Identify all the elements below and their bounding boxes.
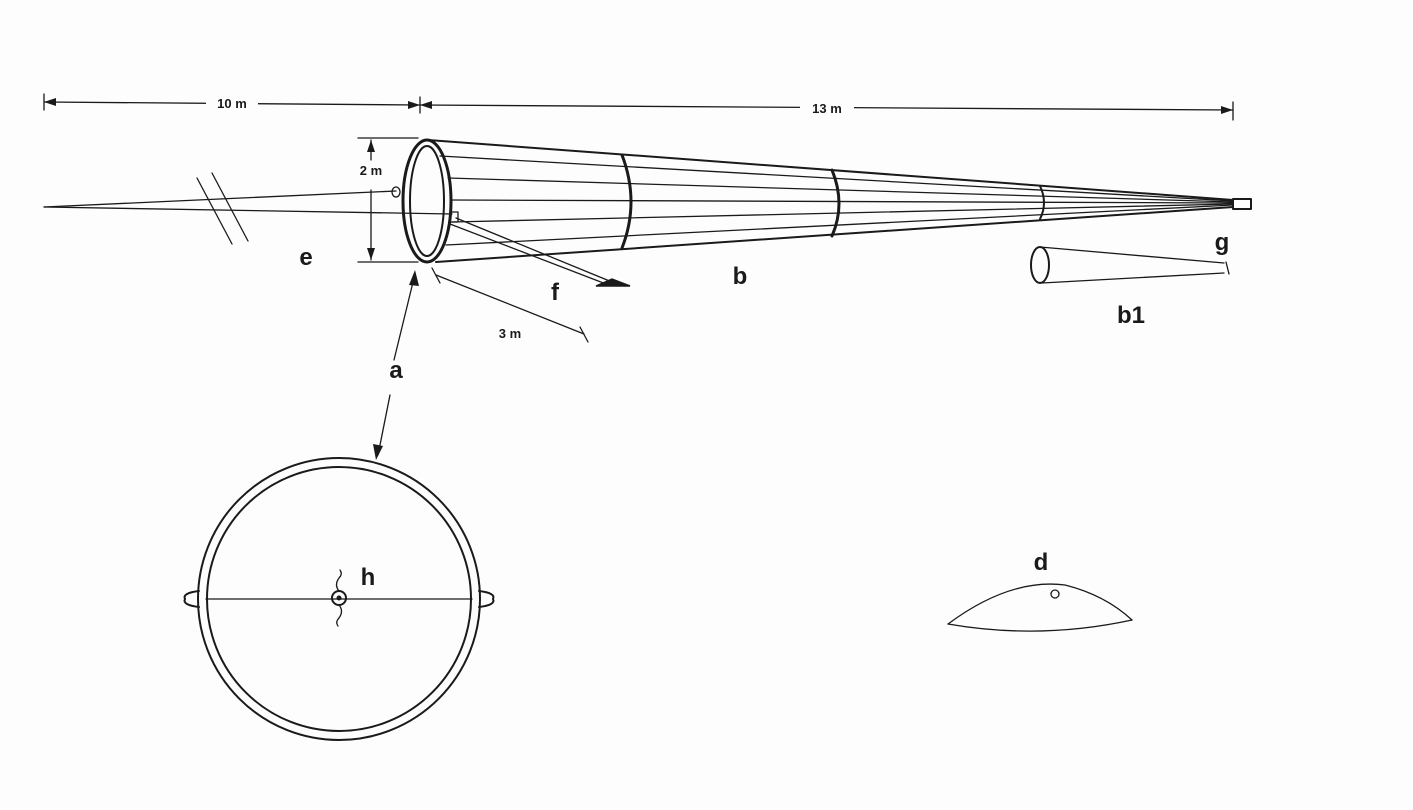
net-body — [401, 138, 1234, 264]
label-h: h — [361, 564, 376, 591]
tow-line — [43, 172, 453, 245]
detail-b1 — [1030, 246, 1230, 284]
dimension-3m: 3 m — [431, 267, 589, 343]
label-b1: b1 — [1117, 302, 1145, 329]
dim-2m-label: 2 m — [360, 163, 382, 178]
dimension-10m: 10 m — [43, 93, 421, 114]
dimension-2m: 2 m — [357, 137, 419, 263]
label-d: d — [1034, 549, 1049, 576]
label-f: f — [551, 279, 560, 306]
cod-end — [1232, 198, 1252, 210]
dim-10m-label: 10 m — [217, 96, 247, 111]
ring-detail — [183, 457, 495, 741]
dim-13m-label: 13 m — [812, 101, 842, 116]
detail-d — [947, 583, 1133, 632]
label-g: g — [1215, 229, 1230, 256]
weight-line — [449, 217, 631, 287]
dimension-13m: 13 m — [419, 100, 1234, 121]
dim-3m-label: 3 m — [499, 326, 521, 341]
label-e: e — [299, 244, 312, 271]
arrow-a — [373, 270, 419, 460]
label-b: b — [733, 263, 748, 290]
label-a: a — [389, 357, 403, 384]
